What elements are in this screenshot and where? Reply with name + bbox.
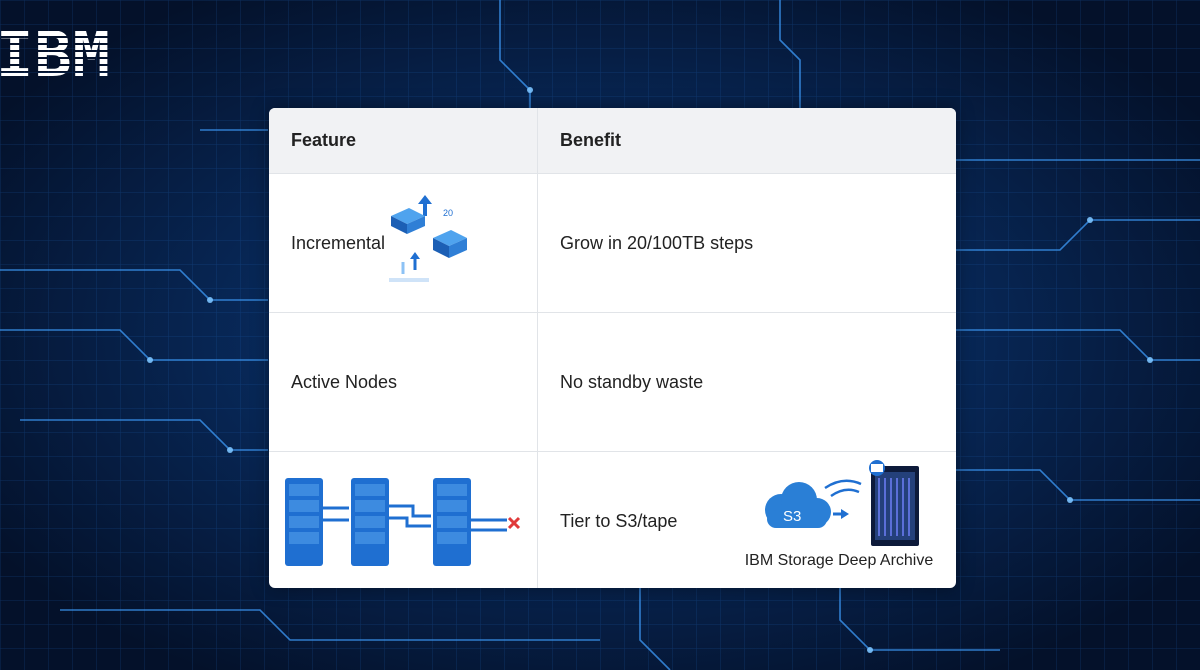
table-row: Incremental 20 20 [269,173,956,313]
table-header-row: Feature Benefit [269,108,956,174]
feature-cell: Active Nodes [269,312,538,452]
feature-benefit-table-card: Feature Benefit Incremental 20 [269,108,956,588]
cloud-to-tape-library-icon: S3 [765,460,919,546]
ibm-logo: IBM [0,18,111,91]
header-benefit: Benefit [537,108,956,174]
server-rack-icon [285,478,323,566]
growth-label-top: 20 [443,208,453,218]
archive-caption: IBM Storage Deep Archive [744,552,934,569]
benefit-cell: Tier to S3/tape S3 [537,451,956,588]
server-racks-tiering-icon [285,478,521,566]
table-row: Active Nodes No standby waste [269,312,956,452]
server-rack-icon [351,478,389,566]
server-rack-icon [433,478,471,566]
benefit-cell: Grow in 20/100TB steps [537,173,956,313]
table-row: Tier to S3/tape S3 [269,451,956,588]
cloud-label: S3 [783,508,801,525]
feature-benefit-table: Feature Benefit Incremental 20 [269,108,956,588]
feature-cell: Incremental 20 20 [269,173,538,313]
cloud-icon: S3 [765,482,831,528]
feature-cell [269,451,538,588]
close-icon [507,516,521,530]
benefit-label: Tier to S3/tape [560,510,678,531]
stacked-servers-growth-icon: 20 20 [389,195,467,282]
feature-label: Incremental [291,232,386,253]
header-feature: Feature [269,108,538,174]
tape-library-icon [871,466,919,546]
benefit-cell: No standby waste [537,312,956,452]
